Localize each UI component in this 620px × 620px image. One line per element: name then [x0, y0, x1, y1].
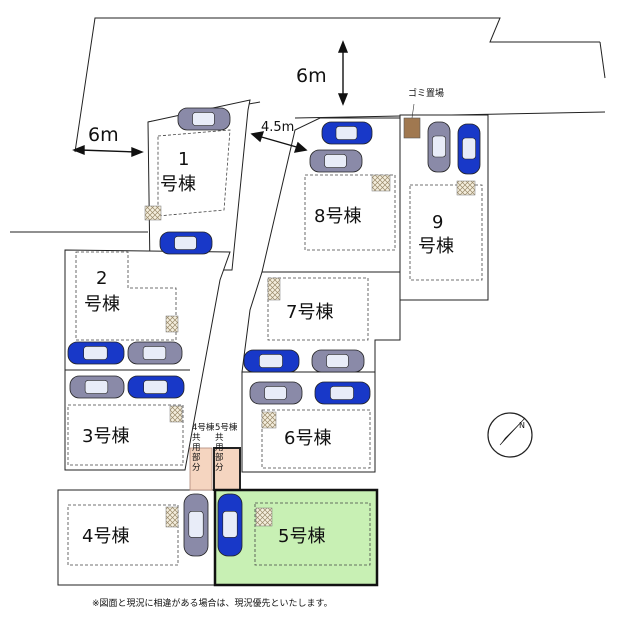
parked-car — [127, 341, 183, 365]
shared-part-a-label: 4号棟共用部分 — [192, 422, 215, 473]
lot-9-suffix: 号棟 — [418, 236, 454, 257]
road-middle-width: 4.5m — [261, 120, 294, 135]
parked-car — [177, 107, 231, 131]
parked-car — [311, 349, 365, 373]
garbage-label: ゴミ置場 — [408, 87, 444, 99]
parked-car — [427, 121, 451, 173]
lot-3-label: 3号棟 — [82, 426, 129, 447]
lot-7-parcel — [241, 271, 401, 373]
parked-car — [217, 493, 243, 557]
lot-2-suffix: 号棟 — [84, 294, 120, 315]
parked-car — [67, 341, 125, 365]
lot-6-label: 6号棟 — [284, 428, 331, 449]
disclaimer-note: ※図面と現況に相違がある場合は、現況優先といたします。 — [92, 597, 333, 609]
lot-8-label: 8号棟 — [314, 206, 361, 227]
dimension-arrows — [72, 40, 349, 158]
parked-car — [457, 123, 481, 175]
lot-1-suffix: 号棟 — [160, 174, 196, 195]
parked-car — [314, 381, 371, 405]
lot-1-number: 1 — [178, 149, 189, 170]
compass-icon: N — [487, 412, 533, 458]
compass-north-label: N — [519, 421, 525, 430]
parked-car — [243, 349, 300, 373]
parked-car — [159, 231, 213, 255]
lot-3-parcel — [65, 369, 190, 466]
shared-part-a — [189, 447, 213, 491]
shared-part-b — [213, 447, 241, 491]
garbage-station: ゴミ置場 — [403, 87, 444, 139]
lot-5-label: 5号棟 — [278, 526, 325, 547]
parked-car — [69, 375, 125, 399]
parked-car — [183, 493, 209, 557]
road-top-width: 6m — [296, 65, 327, 87]
lot-9-number: 9 — [432, 212, 443, 233]
parked-car — [249, 381, 303, 405]
parked-car — [321, 121, 373, 145]
road-left-width: 6m — [88, 124, 119, 146]
lot-1-parcel — [147, 99, 251, 271]
parked-car — [127, 375, 185, 399]
parked-car — [309, 149, 363, 173]
meter-boxes — [144, 174, 476, 528]
lot-8-parcel — [261, 117, 401, 273]
lot-2-parcel — [75, 251, 177, 341]
parking-cars — [67, 107, 481, 557]
lot-7-label: 7号棟 — [286, 302, 333, 323]
shared-part-b-label: 5号棟共用部分 — [215, 422, 238, 473]
lot-2-number: 2 — [96, 268, 107, 289]
lot-4-label: 4号棟 — [82, 526, 129, 547]
